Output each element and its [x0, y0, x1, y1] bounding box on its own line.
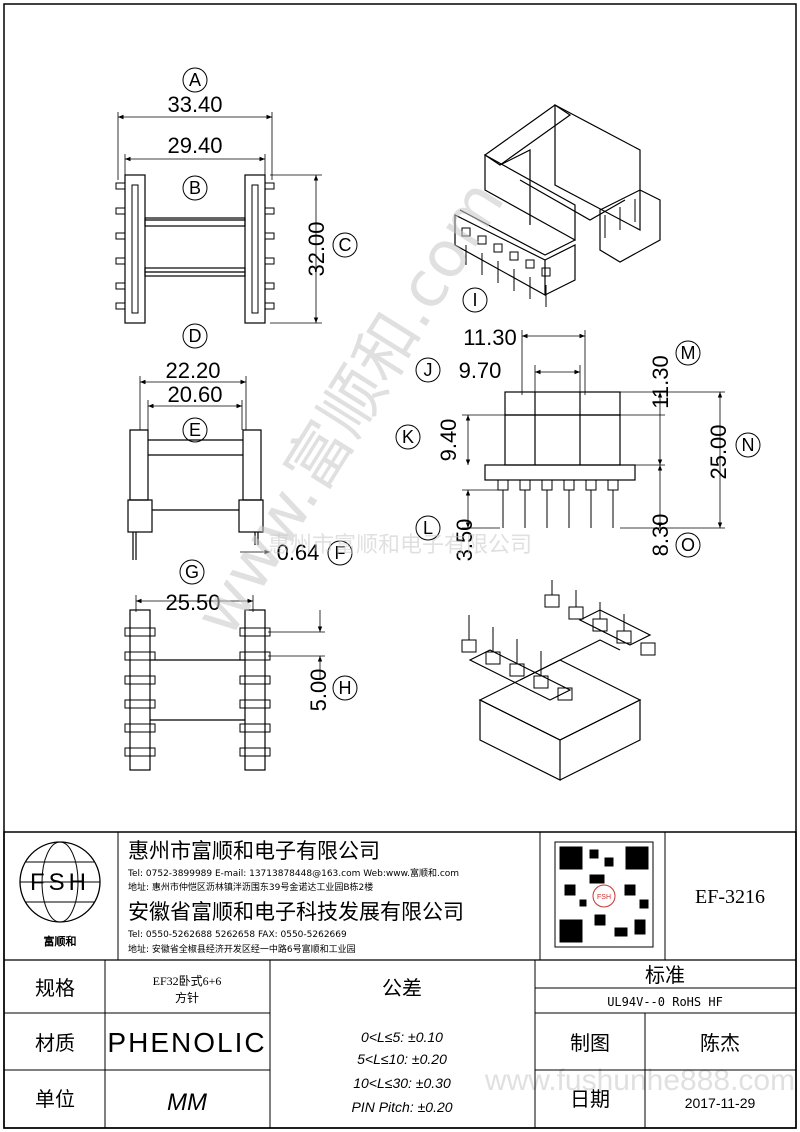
watermark: www.富顺和.com 惠州市富顺和电子有限公司 www.fushunhe888… [181, 168, 795, 1097]
dim-top: 11.30 [463, 325, 516, 350]
tolerance-4: PIN Pitch: ±0.20 [351, 1099, 452, 1115]
material-value: PHENOLIC [107, 1027, 266, 1058]
tolerance-3: 10<L≤30: ±0.30 [353, 1075, 451, 1091]
svg-text:F: F [335, 543, 346, 563]
view-front [462, 330, 725, 529]
part-number: EF-3216 [695, 886, 765, 908]
label-circles [179, 67, 761, 701]
dim-a: 33.40 [167, 92, 222, 117]
svg-text:C: C [339, 235, 352, 255]
drawn-value: 陈杰 [700, 1031, 740, 1055]
company1-contact: Tel: 0752-3899989 E-mail: 13713878448@16… [127, 867, 459, 879]
dim-f: 0.64 [277, 540, 320, 565]
unit-value: MM [167, 1089, 207, 1116]
svg-text:E: E [189, 420, 201, 440]
standard-value: UL94V--0 RoHS HF [607, 995, 723, 1009]
material-label: 材质 [35, 1031, 75, 1055]
tolerance-2: 5<L≤10: ±0.20 [357, 1051, 447, 1067]
spec-label: 规格 [35, 976, 75, 1000]
svg-text:I: I [472, 290, 477, 310]
isometric-view-bottom [461, 580, 656, 781]
dim-n: 25.00 [706, 424, 731, 479]
dim-k: 9.40 [436, 419, 461, 462]
view-bottom [124, 595, 325, 771]
spec-value-2: 方针 [175, 990, 199, 1005]
qr-logo: FSH [597, 894, 611, 901]
title-block [3, 831, 797, 1129]
dim-b: 29.40 [167, 133, 222, 158]
company1-name: 惠州市富顺和电子有限公司 [128, 839, 380, 863]
dim-j: 9.70 [459, 358, 502, 383]
dimension-values: 33.40 29.40 32.00 22.20 20.60 0.64 25.50… [165, 92, 731, 711]
watermark-line: 惠州市富顺和电子有限公司 [268, 533, 532, 558]
view-top [115, 112, 322, 324]
company2-contact: Tel: 0550-5262688 5262658 FAX: 0550-5262… [127, 930, 347, 940]
dim-m: 11.30 [648, 355, 673, 408]
dim-e: 20.60 [167, 382, 222, 407]
svg-text:K: K [402, 427, 414, 447]
title-block-text: FSH 富顺和 惠州市富顺和电子有限公司 Tel: 0752-3899989 E… [30, 839, 765, 1116]
svg-text:D: D [189, 326, 202, 346]
drawn-label: 制图 [570, 1031, 610, 1055]
logo-text: FSH [30, 869, 90, 896]
logo-cn: 富顺和 [44, 934, 77, 948]
dim-l: 3.50 [452, 519, 477, 562]
dim-h: 5.00 [306, 669, 331, 712]
company1-address: 地址: 惠州市仲恺区沥林镇泮沥围东39号金诺达工业园B栋2楼 [128, 881, 373, 893]
isometric-view-top [454, 104, 661, 307]
svg-text:L: L [423, 518, 433, 538]
svg-text:A: A [189, 70, 201, 90]
dim-g: 25.50 [165, 590, 220, 615]
svg-text:B: B [189, 178, 201, 198]
label-letters: A B C D E F G H I J K L M N O [185, 70, 755, 698]
company2-address: 地址: 安徽省全椒县经济开发区经一中路6号富顺和工业园 [128, 943, 356, 955]
date-label: 日期 [570, 1087, 610, 1111]
svg-text:G: G [185, 562, 199, 582]
dim-c: 32.00 [304, 221, 329, 276]
company2-name: 安徽省富顺和电子科技发展有限公司 [128, 900, 464, 924]
watermark-url: www.fushunhe888.com [484, 1064, 795, 1097]
svg-text:H: H [339, 678, 352, 698]
standard-label: 标准 [645, 963, 685, 987]
view-side [127, 376, 270, 560]
date-value: 2017-11-29 [685, 1095, 756, 1111]
svg-text:J: J [424, 360, 433, 380]
unit-label: 单位 [35, 1087, 75, 1111]
svg-text:N: N [742, 435, 755, 455]
dim-d: 22.20 [165, 358, 220, 383]
svg-text:O: O [681, 535, 695, 555]
spec-value-1: EF32卧式6+6 [153, 974, 222, 988]
tolerance-1: 0<L≤5: ±0.10 [361, 1029, 443, 1045]
svg-text:M: M [681, 343, 696, 363]
tolerance-label: 公差 [382, 976, 422, 1000]
dim-o: 8.30 [648, 514, 673, 557]
